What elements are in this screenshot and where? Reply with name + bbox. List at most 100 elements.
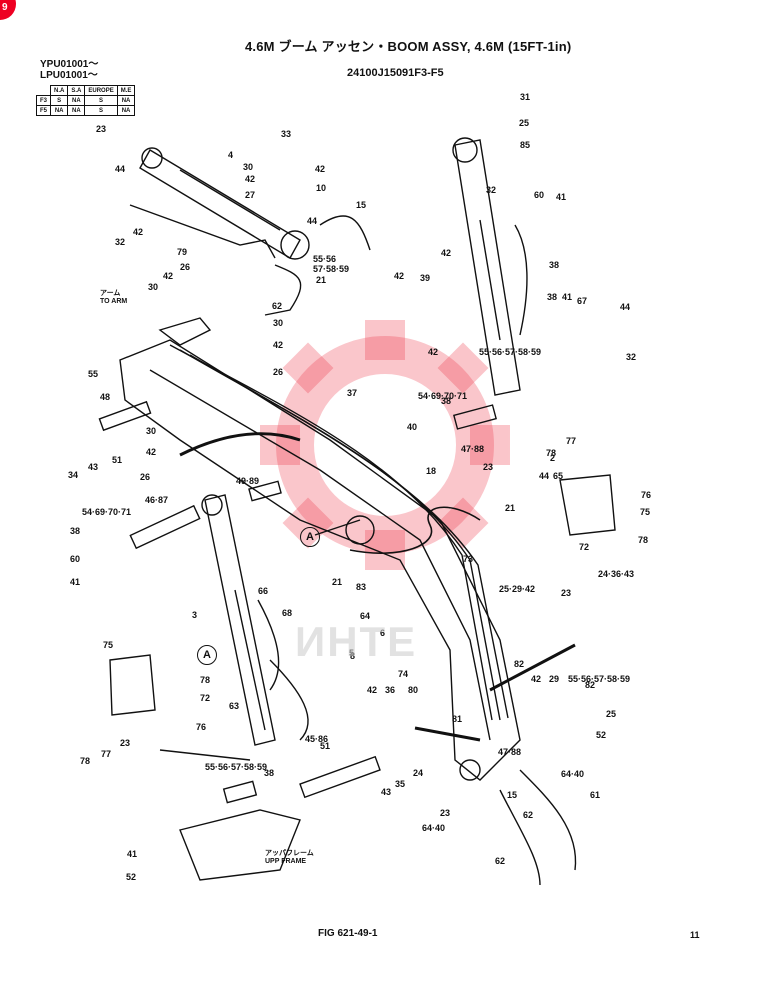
part-callout: 41	[556, 192, 566, 202]
part-callout: 62	[523, 810, 533, 820]
arm-label: アーム TO ARM	[100, 290, 128, 305]
part-callout: 65	[553, 471, 563, 481]
wire-harness-thick-3	[489, 643, 576, 692]
applicability-table: N.A S.A EUROPE M.E F3 S NA S NA F5 NA NA…	[35, 85, 136, 116]
upper-frame	[179, 809, 301, 881]
part-callout: 60	[70, 554, 80, 564]
arm-hose-15	[319, 215, 371, 251]
part-callout: 72	[579, 542, 589, 552]
part-callout: 41	[70, 577, 80, 587]
part-callout: 24·36·43	[598, 569, 634, 579]
serial-number-1: YPU01001〜	[40, 59, 99, 70]
part-callout: 62	[272, 301, 282, 311]
part-callout: 54·69·70·71	[82, 507, 131, 517]
cell: S	[84, 105, 118, 116]
part-callout: 26	[140, 472, 150, 482]
arm-cylinder-rod	[179, 169, 281, 231]
part-callout: 41	[127, 849, 137, 859]
part-callout: 38	[547, 292, 557, 302]
part-callout: 23	[120, 738, 130, 748]
part-callout: 5	[349, 648, 354, 658]
watermark-text: ИНТЕ	[295, 618, 418, 665]
part-callout: 77	[101, 749, 111, 759]
part-callout: 61	[590, 790, 600, 800]
boom-cylinder-hose-66	[257, 599, 280, 691]
figure-number: FIG 621-49-1	[318, 928, 378, 939]
bucket-hose-65	[514, 224, 528, 336]
part-callout: 30	[273, 318, 283, 328]
boom-cylinder-pin-45	[299, 755, 381, 799]
part-callout: 30	[148, 282, 158, 292]
part-callout: 75	[640, 507, 650, 517]
part-callout: 37	[347, 388, 357, 398]
part-callout: 42	[531, 674, 541, 684]
part-callout: 72	[200, 693, 210, 703]
part-callout: 63	[229, 701, 239, 711]
part-callout: 25	[606, 709, 616, 719]
part-callout: 82	[514, 659, 524, 669]
boom-foot-pin-hole	[345, 515, 375, 545]
part-callout: 64·40	[422, 823, 445, 833]
part-callout: 51	[320, 741, 330, 751]
part-callout: 55	[88, 369, 98, 379]
part-callout: 43	[88, 462, 98, 472]
arm-cylinder-eye	[141, 147, 163, 169]
part-callout: 44	[539, 471, 549, 481]
part-callout: 78	[200, 675, 210, 685]
part-callout: 42	[441, 248, 451, 258]
cell: NA	[116, 105, 136, 116]
part-callout: 79	[177, 247, 187, 257]
boom-cylinder	[204, 494, 276, 746]
part-callout: 23	[561, 588, 571, 598]
part-callout: 48	[100, 392, 110, 402]
part-callouts: 23430334242441015274432427955·5657·58·59…	[68, 92, 651, 882]
cell: NA	[50, 105, 69, 116]
boom-hose-3	[169, 344, 493, 721]
part-callout: 26	[273, 367, 283, 377]
part-callout: 8	[350, 651, 355, 661]
part-callout: 67	[577, 296, 587, 306]
part-callout: 31	[520, 92, 530, 102]
part-callout: 26	[180, 262, 190, 272]
page-title: 4.6M ブーム アッセン・BOOM ASSY, 4.6M (15FT-1in)	[245, 39, 572, 54]
part-callout: 38	[549, 260, 559, 270]
arm-hose-79	[129, 204, 276, 259]
leader-line-A	[314, 519, 361, 536]
part-callout: 42	[394, 271, 404, 281]
part-callout: 23	[483, 462, 493, 472]
part-callout: 41	[562, 292, 572, 302]
part-callout: 82	[585, 680, 595, 690]
part-callout: 6	[380, 628, 385, 638]
part-callout: 44	[620, 302, 630, 312]
leader-line-frame	[159, 749, 251, 761]
part-callout: 32	[626, 352, 636, 362]
part-callout: 68	[282, 608, 292, 618]
part-callout: 35	[395, 779, 405, 789]
part-callout: 25·29·42	[499, 584, 535, 594]
part-callout: 32	[115, 237, 125, 247]
detail-callout-a: A	[300, 527, 320, 547]
upper-frame-label: アッパフレーム UPP FRAME	[265, 850, 314, 865]
part-callout: 47·88	[461, 444, 484, 454]
part-callout: 21	[505, 503, 515, 513]
boom-cylinder-rod	[234, 589, 266, 731]
serial-number-2: LPU01001〜	[40, 70, 98, 81]
part-callout: 4	[228, 150, 233, 160]
part-callout: 25	[519, 118, 529, 128]
pin-49-89	[248, 480, 282, 502]
bucket-cylinder-pin	[453, 404, 497, 430]
part-callout: 39	[420, 273, 430, 283]
bucket-cylinder-rod	[479, 219, 501, 341]
boom-cylinder-pin-hole	[459, 759, 481, 781]
part-callout: 42	[273, 340, 283, 350]
part-callout: 64	[360, 611, 370, 621]
boom-hose-2	[189, 354, 509, 719]
part-callout: 36	[385, 685, 395, 695]
control-box-74	[109, 654, 156, 716]
part-callout: 60	[534, 190, 544, 200]
part-callout: 42	[428, 347, 438, 357]
part-callout: 44	[115, 164, 125, 174]
wire-harness-thick-2	[414, 726, 481, 742]
part-callout: 55·56·57·58·59	[205, 762, 267, 772]
